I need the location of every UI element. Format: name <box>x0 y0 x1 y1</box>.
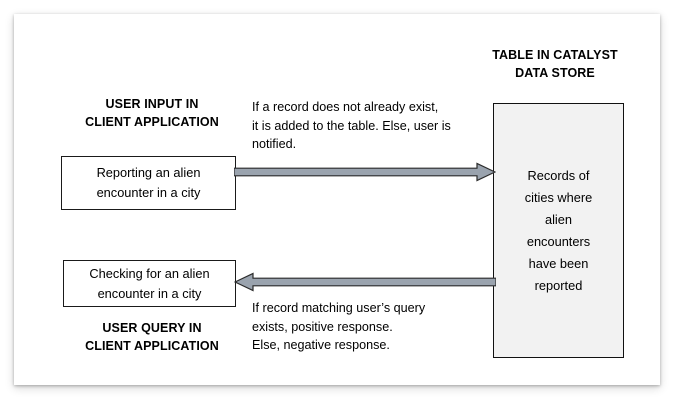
box-checking-encounter: Checking for an alien encounter in a cit… <box>63 260 236 307</box>
write-arrow-icon <box>234 162 496 182</box>
box-catalyst-data-store: Records of cities where alien encounters… <box>493 103 624 358</box>
box-reporting-encounter: Reporting an alien encounter in a city <box>61 156 236 210</box>
user-query-label: USER QUERY IN CLIENT APPLICATION <box>85 321 219 353</box>
read-arrow-icon <box>234 272 496 292</box>
data-store-title: TABLE IN CATALYST DATA STORE <box>492 48 618 80</box>
write-path-annotation: If a record does not already exist, it i… <box>252 100 451 152</box>
diagram-card: TABLE IN CATALYST DATA STORE USER INPUT … <box>14 14 660 385</box>
read-path-annotation: If record matching user’s query exists, … <box>252 301 426 353</box>
user-input-label: USER INPUT IN CLIENT APPLICATION <box>85 97 219 129</box>
